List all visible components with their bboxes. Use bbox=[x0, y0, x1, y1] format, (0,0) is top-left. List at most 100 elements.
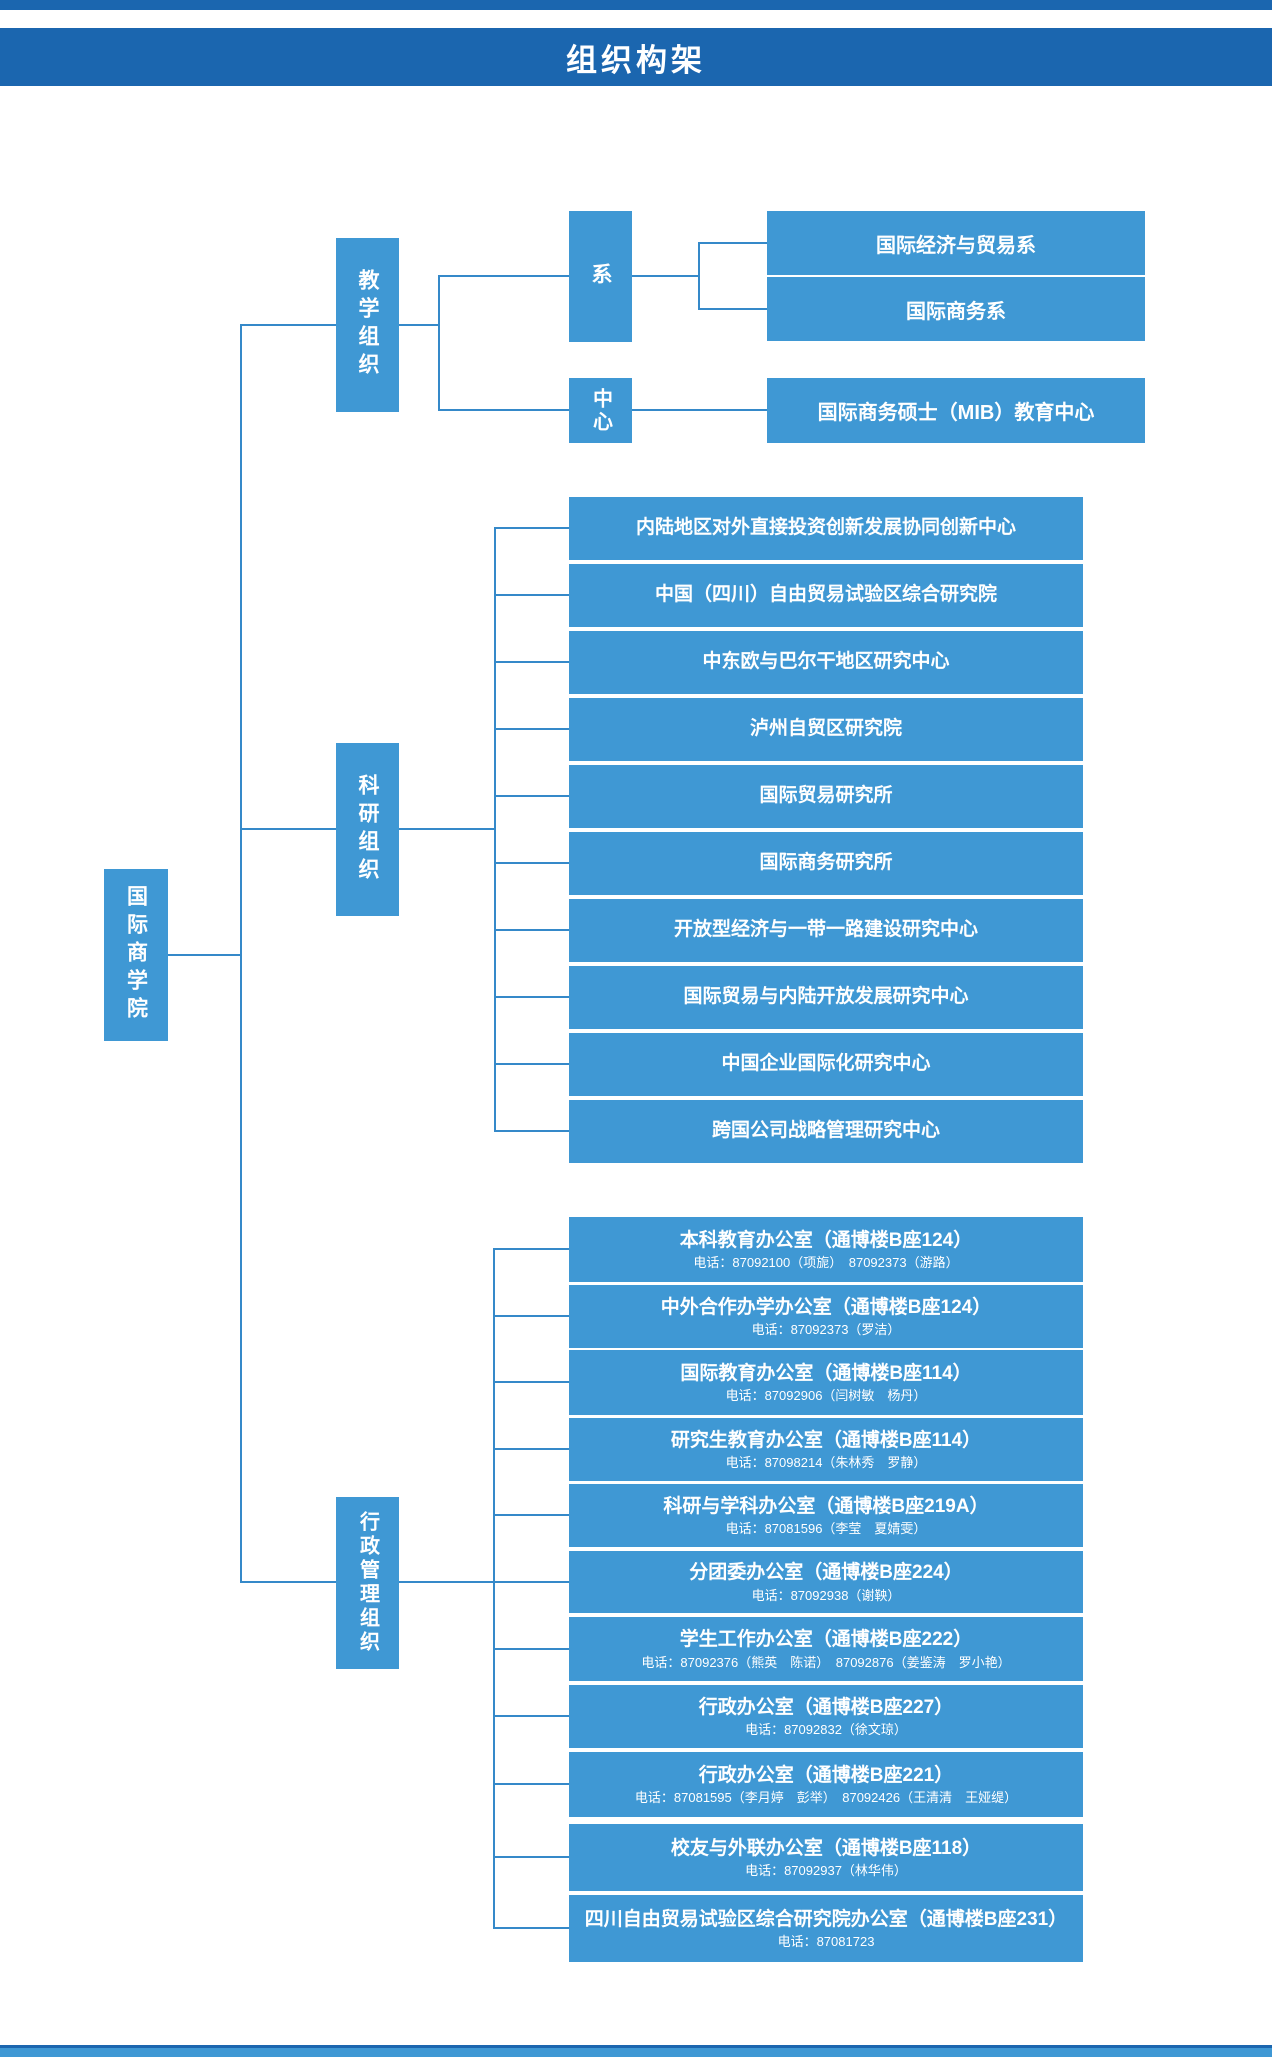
research-item: 开放型经济与一带一路建设研究中心 bbox=[569, 899, 1083, 962]
connector-line bbox=[494, 661, 569, 663]
top-accent-bar bbox=[0, 0, 1272, 10]
research-item: 国际贸易与内陆开放发展研究中心 bbox=[569, 966, 1083, 1029]
admin-item: 学生工作办公室（通博楼B座222）电话：87092376（熊英 陈诺） 8709… bbox=[569, 1617, 1083, 1681]
connector-line bbox=[494, 1063, 569, 1065]
bottom-accent-bar bbox=[0, 2045, 1272, 2057]
admin-item: 国际教育办公室（通博楼B座114） 电话：87092906（闫树敏 杨丹） bbox=[569, 1350, 1083, 1415]
connector-line bbox=[493, 1381, 569, 1383]
research-item-label: 泸州自贸区研究院 bbox=[749, 718, 902, 740]
admin-item-phone: 电话：87092373（罗洁） bbox=[751, 1322, 901, 1338]
admin-item: 校友与外联办公室（通博楼B座118） 电话：87092937（林华伟） bbox=[569, 1824, 1083, 1891]
admin-item: 四川自由贸易试验区综合研究院办公室（通博楼B座231） 电话：87081723 bbox=[569, 1895, 1083, 1962]
admin-item-phone: 电话：87092376（熊英 陈诺） 87092876（姜鉴涛 罗小艳） bbox=[641, 1654, 1011, 1670]
branch-node-teaching: 教学组织 bbox=[336, 238, 399, 412]
connector-line bbox=[698, 308, 767, 310]
connector-line bbox=[698, 242, 700, 310]
admin-item-title: 四川自由贸易试验区综合研究院办公室（通博楼B座231） bbox=[584, 1908, 1068, 1930]
admin-item-title: 校友与外联办公室（通博楼B座118） bbox=[670, 1837, 982, 1859]
connector-line bbox=[494, 527, 569, 529]
research-item-label: 中东欧与巴尔干地区研究中心 bbox=[702, 651, 950, 673]
connector-line bbox=[493, 1514, 569, 1516]
connector-line bbox=[242, 324, 336, 326]
connector-line bbox=[399, 324, 438, 326]
admin-item-phone: 电话：87092100（项旎） 87092373（游路） bbox=[693, 1255, 959, 1271]
admin-item: 科研与学科办公室（通博楼B座219A）电话：87081596（李莹 夏婧雯） bbox=[569, 1484, 1083, 1547]
admin-item-phone: 电话：87092937（林华伟） bbox=[745, 1863, 907, 1879]
admin-item: 分团委办公室（通博楼B座224） 电话：87092938（谢鞅） bbox=[569, 1551, 1083, 1613]
admin-item-title: 科研与学科办公室（通博楼B座219A） bbox=[663, 1495, 989, 1517]
admin-item-phone: 电话：87081723 bbox=[777, 1934, 875, 1950]
connector-line bbox=[438, 275, 440, 411]
teaching-leaf-node: 国际商务硕士（MIB）教育中心 bbox=[767, 378, 1145, 443]
connector-line bbox=[494, 728, 569, 730]
connector-line bbox=[493, 1249, 495, 1929]
admin-item: 本科教育办公室（通博楼B座124） 电话：87092100（项旎） 8709237… bbox=[569, 1217, 1083, 1282]
branch-node-admin: 行政管理组织 bbox=[336, 1497, 399, 1669]
connector-line bbox=[242, 1581, 336, 1583]
connector-line bbox=[494, 862, 569, 864]
research-item-label: 中国（四川）自由贸易试验区综合研究院 bbox=[654, 584, 997, 606]
research-item-label: 中国企业国际化研究中心 bbox=[721, 1053, 931, 1075]
connector-line bbox=[494, 929, 569, 931]
admin-item-title: 行政办公室（通博楼B座227） bbox=[698, 1696, 954, 1718]
admin-item-title: 研究生教育办公室（通博楼B座114） bbox=[670, 1429, 982, 1451]
admin-item-title: 分团委办公室（通博楼B座224） bbox=[689, 1562, 963, 1584]
connector-line bbox=[493, 1856, 569, 1858]
admin-item: 中外合作办学办公室（通博楼B座124） 电话：87092373（罗洁） bbox=[569, 1285, 1083, 1348]
research-item: 中国企业国际化研究中心 bbox=[569, 1033, 1083, 1096]
connector-line bbox=[493, 1448, 569, 1450]
connector-line bbox=[242, 828, 336, 830]
admin-item-title: 国际教育办公室（通博楼B座114） bbox=[680, 1362, 972, 1384]
connector-line bbox=[494, 528, 496, 1132]
admin-item-title: 中外合作办学办公室（通博楼B座124） bbox=[660, 1296, 992, 1318]
admin-item: 行政办公室（通博楼B座221） 电话：87081595（李月婷 彭举） 87092… bbox=[569, 1752, 1083, 1817]
connector-line bbox=[493, 1927, 569, 1929]
research-item: 内陆地区对外直接投资创新发展协同创新中心 bbox=[569, 497, 1083, 560]
research-item-label: 国际贸易研究所 bbox=[759, 785, 893, 807]
connector-line bbox=[698, 242, 767, 244]
research-item-label: 内陆地区对外直接投资创新发展协同创新中心 bbox=[635, 517, 1016, 539]
connector-line bbox=[632, 409, 767, 411]
teaching-leaf-node: 国际经济与贸易系 bbox=[767, 211, 1145, 275]
group-node-departments: 系 bbox=[569, 211, 632, 342]
admin-item-phone: 电话：87092832（徐文琼） bbox=[745, 1722, 907, 1738]
research-item: 国际商务研究所 bbox=[569, 832, 1083, 895]
connector-line bbox=[493, 1715, 569, 1717]
research-item: 跨国公司战略管理研究中心 bbox=[569, 1100, 1083, 1163]
connector-line bbox=[494, 1130, 569, 1132]
connector-line bbox=[168, 954, 240, 956]
admin-item-phone: 电话：87092906（闫树敏 杨丹） bbox=[725, 1388, 927, 1404]
connector-line bbox=[399, 1581, 493, 1583]
connector-line bbox=[493, 1648, 569, 1650]
connector-line bbox=[493, 1315, 569, 1317]
teaching-leaf-node: 国际商务系 bbox=[767, 277, 1145, 341]
research-item-label: 国际贸易与内陆开放发展研究中心 bbox=[683, 986, 969, 1008]
admin-item-phone: 电话：87098214（朱林秀 罗静） bbox=[725, 1455, 927, 1471]
admin-item-title: 本科教育办公室（通博楼B座124） bbox=[679, 1229, 973, 1251]
page-title: 组织构架 bbox=[566, 42, 706, 78]
admin-item: 研究生教育办公室（通博楼B座114） 电话：87098214（朱林秀 罗静） bbox=[569, 1418, 1083, 1481]
connector-line bbox=[493, 1248, 569, 1250]
connector-line bbox=[493, 1783, 569, 1785]
research-item: 泸州自贸区研究院 bbox=[569, 698, 1083, 761]
connector-line bbox=[399, 828, 494, 830]
research-item: 中国（四川）自由贸易试验区综合研究院 bbox=[569, 564, 1083, 627]
connector-line bbox=[632, 275, 698, 277]
research-item-label: 开放型经济与一带一路建设研究中心 bbox=[673, 919, 978, 941]
admin-item-title: 行政办公室（通博楼B座221） bbox=[698, 1764, 954, 1786]
connector-line bbox=[494, 996, 569, 998]
connector-line bbox=[493, 1581, 569, 1583]
research-item-label: 跨国公司战略管理研究中心 bbox=[711, 1120, 940, 1142]
connector-line bbox=[438, 275, 569, 277]
connector-line bbox=[240, 324, 242, 1583]
branch-node-research: 科研组织 bbox=[336, 743, 399, 916]
org-root-node: 国际商学院 bbox=[104, 869, 168, 1041]
connector-line bbox=[494, 594, 569, 596]
admin-item: 行政办公室（通博楼B座227） 电话：87092832（徐文琼） bbox=[569, 1685, 1083, 1748]
admin-item-phone: 电话：87081595（李月婷 彭举） 87092426（王清清 王娅缇） bbox=[634, 1790, 1018, 1806]
connector-line bbox=[494, 795, 569, 797]
group-node-center: 中心 bbox=[569, 378, 632, 443]
admin-item-phone: 电话：87092938（谢鞅） bbox=[751, 1587, 901, 1603]
research-item-label: 国际商务研究所 bbox=[759, 852, 893, 874]
